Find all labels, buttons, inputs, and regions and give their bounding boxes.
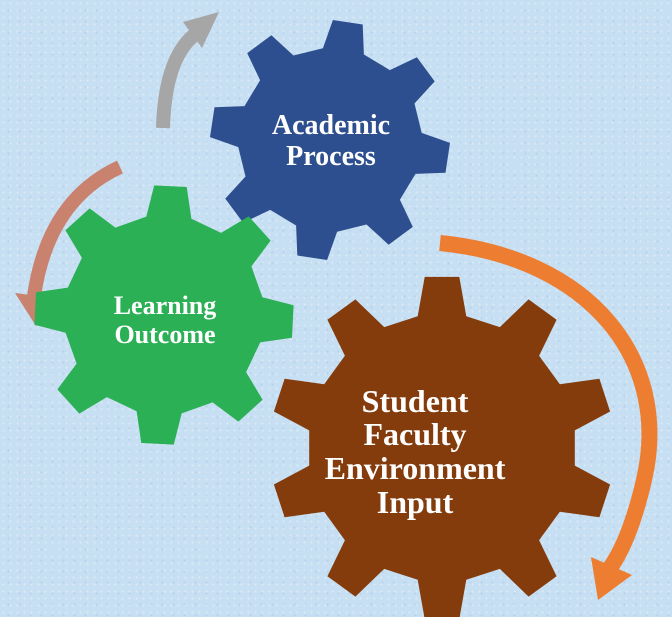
arrow-salmon-down	[27, 160, 124, 298]
label-academic-process: Academic Process	[236, 98, 426, 184]
arrow-orange-clockwise	[439, 235, 658, 573]
label-student-line-3: Environment	[324, 450, 506, 486]
label-student-line-1: Student	[361, 382, 469, 419]
label-academic-line-2: Process	[286, 141, 376, 172]
gear-learning-outcome	[34, 185, 294, 445]
label-academic-line-1: Academic	[271, 109, 391, 141]
arrow-gray-up	[156, 26, 203, 129]
label-learning-line-2: Outcome	[114, 320, 216, 349]
label-student-line-4: Input	[376, 483, 454, 520]
label-learning-line-1: Learning	[113, 290, 217, 320]
arrowhead-orange-icon	[591, 557, 632, 600]
arrowhead-gray-icon	[183, 12, 219, 48]
gear-academic-process	[210, 20, 450, 260]
label-student-faculty: Student Faculty Environment Input	[310, 362, 520, 542]
gear-student-faculty-environment-input	[273, 276, 611, 617]
label-learning-outcome: Learning Outcome	[70, 280, 260, 360]
label-student-line-2: Faculty	[363, 416, 467, 453]
